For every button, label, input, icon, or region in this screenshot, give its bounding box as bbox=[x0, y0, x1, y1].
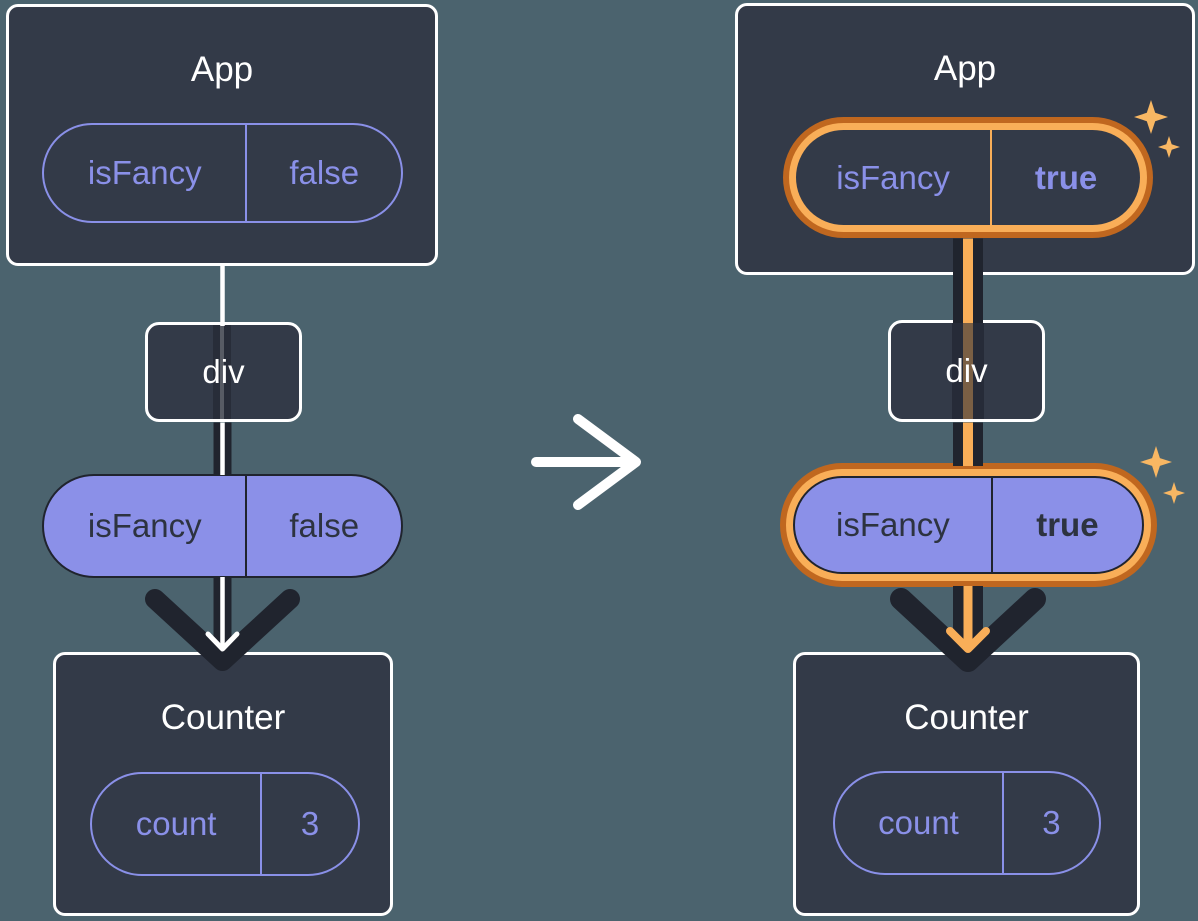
state-name: isFancy bbox=[44, 125, 248, 221]
state-value: 3 bbox=[1042, 804, 1061, 841]
state-pill-app-left: isFancy false bbox=[42, 123, 403, 223]
flow-line-through-div-center bbox=[963, 323, 973, 419]
state-pill-counter-left: count 3 bbox=[90, 772, 360, 876]
component-title: Counter bbox=[904, 698, 1029, 737]
prop-name: isFancy bbox=[44, 476, 248, 576]
orange-arrowhead-icon bbox=[946, 627, 990, 653]
div-node-label: div bbox=[202, 353, 245, 390]
white-arrowhead-icon bbox=[205, 631, 240, 652]
div-node-card-right: div bbox=[888, 320, 1045, 422]
prop-name: isFancy bbox=[795, 478, 993, 572]
state-pill-app-right-highlight: isFancy true bbox=[783, 117, 1153, 238]
div-node-label: div bbox=[945, 352, 988, 389]
prop-value: false bbox=[289, 507, 360, 544]
prop-pill-right: isFancy true bbox=[793, 476, 1144, 574]
state-pill-app-right: isFancy true bbox=[796, 130, 1140, 225]
prop-value: true bbox=[1036, 506, 1099, 543]
state-pill-counter-right: count 3 bbox=[833, 771, 1101, 875]
flow-line-through-div bbox=[213, 325, 231, 419]
state-value: 3 bbox=[300, 805, 320, 842]
prop-pill-right-highlight: isFancy true bbox=[780, 463, 1157, 587]
component-title: Counter bbox=[160, 698, 286, 737]
state-value: true bbox=[1034, 158, 1098, 196]
arrow-right-icon bbox=[531, 414, 641, 510]
highlight-ring: isFancy true bbox=[789, 123, 1147, 232]
state-value: false bbox=[289, 154, 360, 191]
prop-pill-left: isFancy false bbox=[42, 474, 403, 578]
highlight-ring: isFancy true bbox=[786, 469, 1151, 581]
div-node-card-left: div bbox=[145, 322, 302, 422]
flow-line-through-div-center bbox=[220, 325, 224, 419]
component-title: App bbox=[190, 50, 254, 89]
state-name: count bbox=[835, 773, 1004, 873]
state-name: isFancy bbox=[796, 130, 993, 225]
component-title: App bbox=[933, 49, 997, 88]
state-name: count bbox=[92, 774, 263, 874]
flow-line-through-div bbox=[952, 323, 984, 419]
